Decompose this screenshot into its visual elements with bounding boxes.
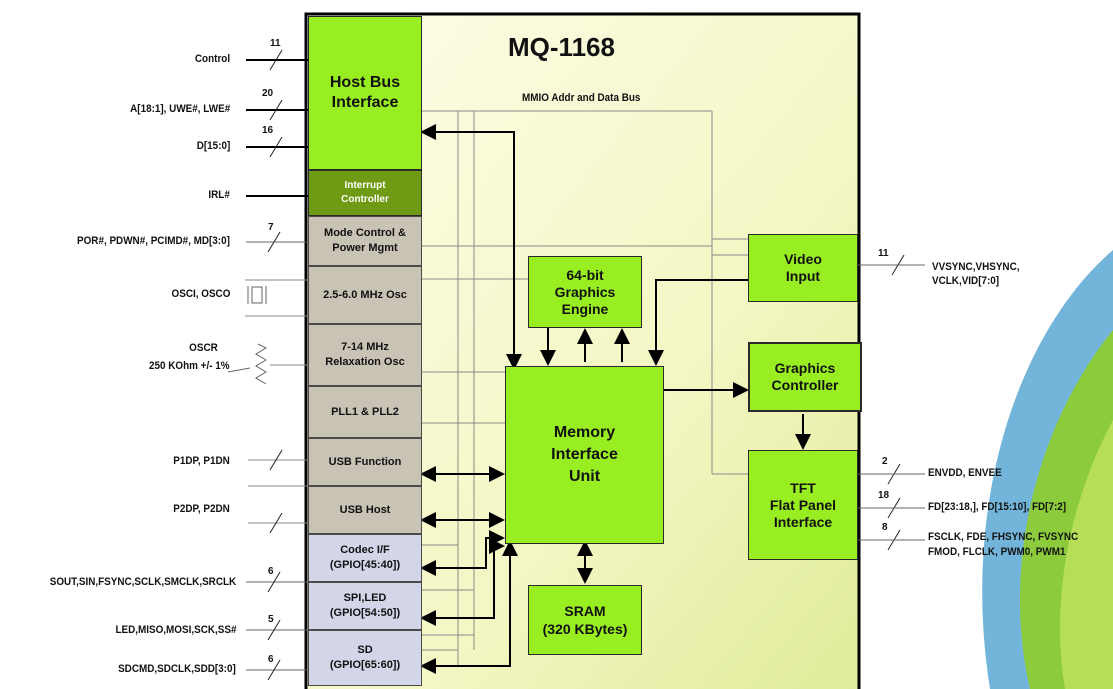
bus-width-label: 20 <box>262 88 274 99</box>
signal-label: SOUT,SIN,FSYNC,SCLK,SMCLK,SRCLK <box>49 576 236 588</box>
usb-host-block: USB Host <box>308 486 422 534</box>
signal-label: D[15:0] <box>196 140 230 152</box>
sram-block: SRAM (320 KBytes) <box>528 585 642 655</box>
bus-width-label: 7 <box>268 222 274 233</box>
bus-width-label: 11 <box>878 248 889 259</box>
bus-width-label: 5 <box>268 614 274 625</box>
bus-width-label: 2 <box>882 456 888 467</box>
signal-label: FSCLK, FDE, FHSYNC, FVSYNC FMOD, FLCLK, … <box>928 531 1079 558</box>
osc-block: 2.5-6.0 MHz Osc <box>308 266 422 324</box>
bus-width-label: 6 <box>268 566 274 577</box>
bus-width-label: 18 <box>878 490 890 501</box>
codec-block: Codec I/F(GPIO[45:40]) <box>308 534 422 582</box>
signal-label: P2DP, P2DN <box>173 503 230 515</box>
graphics-controller-block: Graphics Controller <box>748 342 862 412</box>
host-bus-interface-block: Host Bus Interface <box>308 16 422 170</box>
signal-label: 250 KOhm +/- 1% <box>149 360 230 372</box>
resistor-symbol <box>255 343 268 385</box>
crystal-symbol <box>247 286 267 304</box>
memory-interface-unit-block: Memory Interface Unit <box>505 366 664 544</box>
signal-label: A[18:1], UWE#, LWE# <box>129 103 230 115</box>
bus-width-label: 6 <box>268 654 274 665</box>
spi-led-block: SPI,LED(GPIO[54:50]) <box>308 582 422 630</box>
signal-label: VVSYNC,VHSYNC, VCLK,VID[7:0] <box>932 261 1020 287</box>
signal-label: P1DP, P1DN <box>173 455 230 467</box>
usb-function-block: USB Function <box>308 438 422 486</box>
interrupt-controller-block: Interrupt Controller <box>308 170 422 216</box>
bus-width-label: 11 <box>270 38 281 49</box>
sd-block: SD(GPIO[65:60]) <box>308 630 422 686</box>
pll-block: PLL1 & PLL2 <box>308 386 422 438</box>
signal-label: FD[23:18,], FD[15:10], FD[7:2] <box>928 501 1067 513</box>
signal-label: OSCI, OSCO <box>171 288 230 300</box>
signal-label: ENVDD, ENVEE <box>928 467 1002 479</box>
signal-label: IRL# <box>208 189 230 201</box>
signal-label: LED,MISO,MOSI,SCK,SS# <box>114 624 236 636</box>
graphics-engine-block: 64-bit Graphics Engine <box>528 256 642 328</box>
video-input-block: Video Input <box>748 234 858 302</box>
bus-label: MMIO Addr and Data Bus <box>522 92 641 104</box>
signal-label: SDCMD,SDCLK,SDD[3:0] <box>118 663 236 675</box>
bus-width-label: 8 <box>882 522 888 533</box>
bus-width-label: 16 <box>262 125 274 136</box>
signal-label: OSCR <box>189 342 218 354</box>
tft-interface-block: TFT Flat Panel Interface <box>748 450 858 560</box>
chip-title: MQ-1168 <box>508 32 615 62</box>
signal-label: POR#, PDWN#, PCIMD#, MD[3:0] <box>77 235 230 247</box>
mode-control-block: Mode Control &Power Mgmt <box>308 216 422 266</box>
signal-label: Control <box>194 53 230 65</box>
